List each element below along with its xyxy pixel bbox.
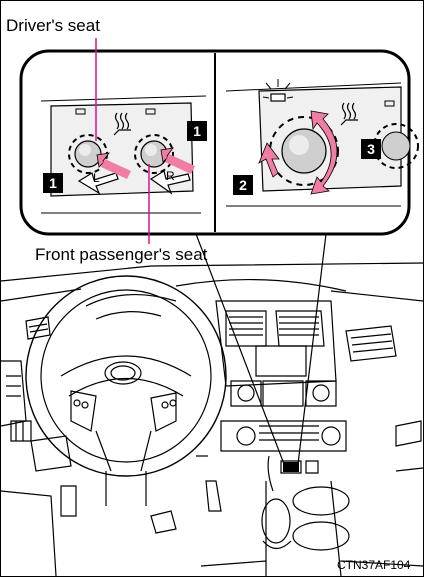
drivers-seat-label: Driver's seat [6,16,100,36]
figure-code: CTN37AF104 [337,558,410,572]
callout-badge-1-right: 1 [187,121,207,141]
switch-letter-r: R [166,169,175,183]
switch-letter-l: L [93,171,100,185]
callout-badge-3: 3 [361,139,381,159]
inset-panel [21,51,409,234]
passenger-seat-label: Front passenger's seat [35,245,207,265]
callout-badge-1-left: 1 [43,173,63,193]
dashboard-drawing [1,263,423,576]
callout-badge-2: 2 [233,175,253,195]
